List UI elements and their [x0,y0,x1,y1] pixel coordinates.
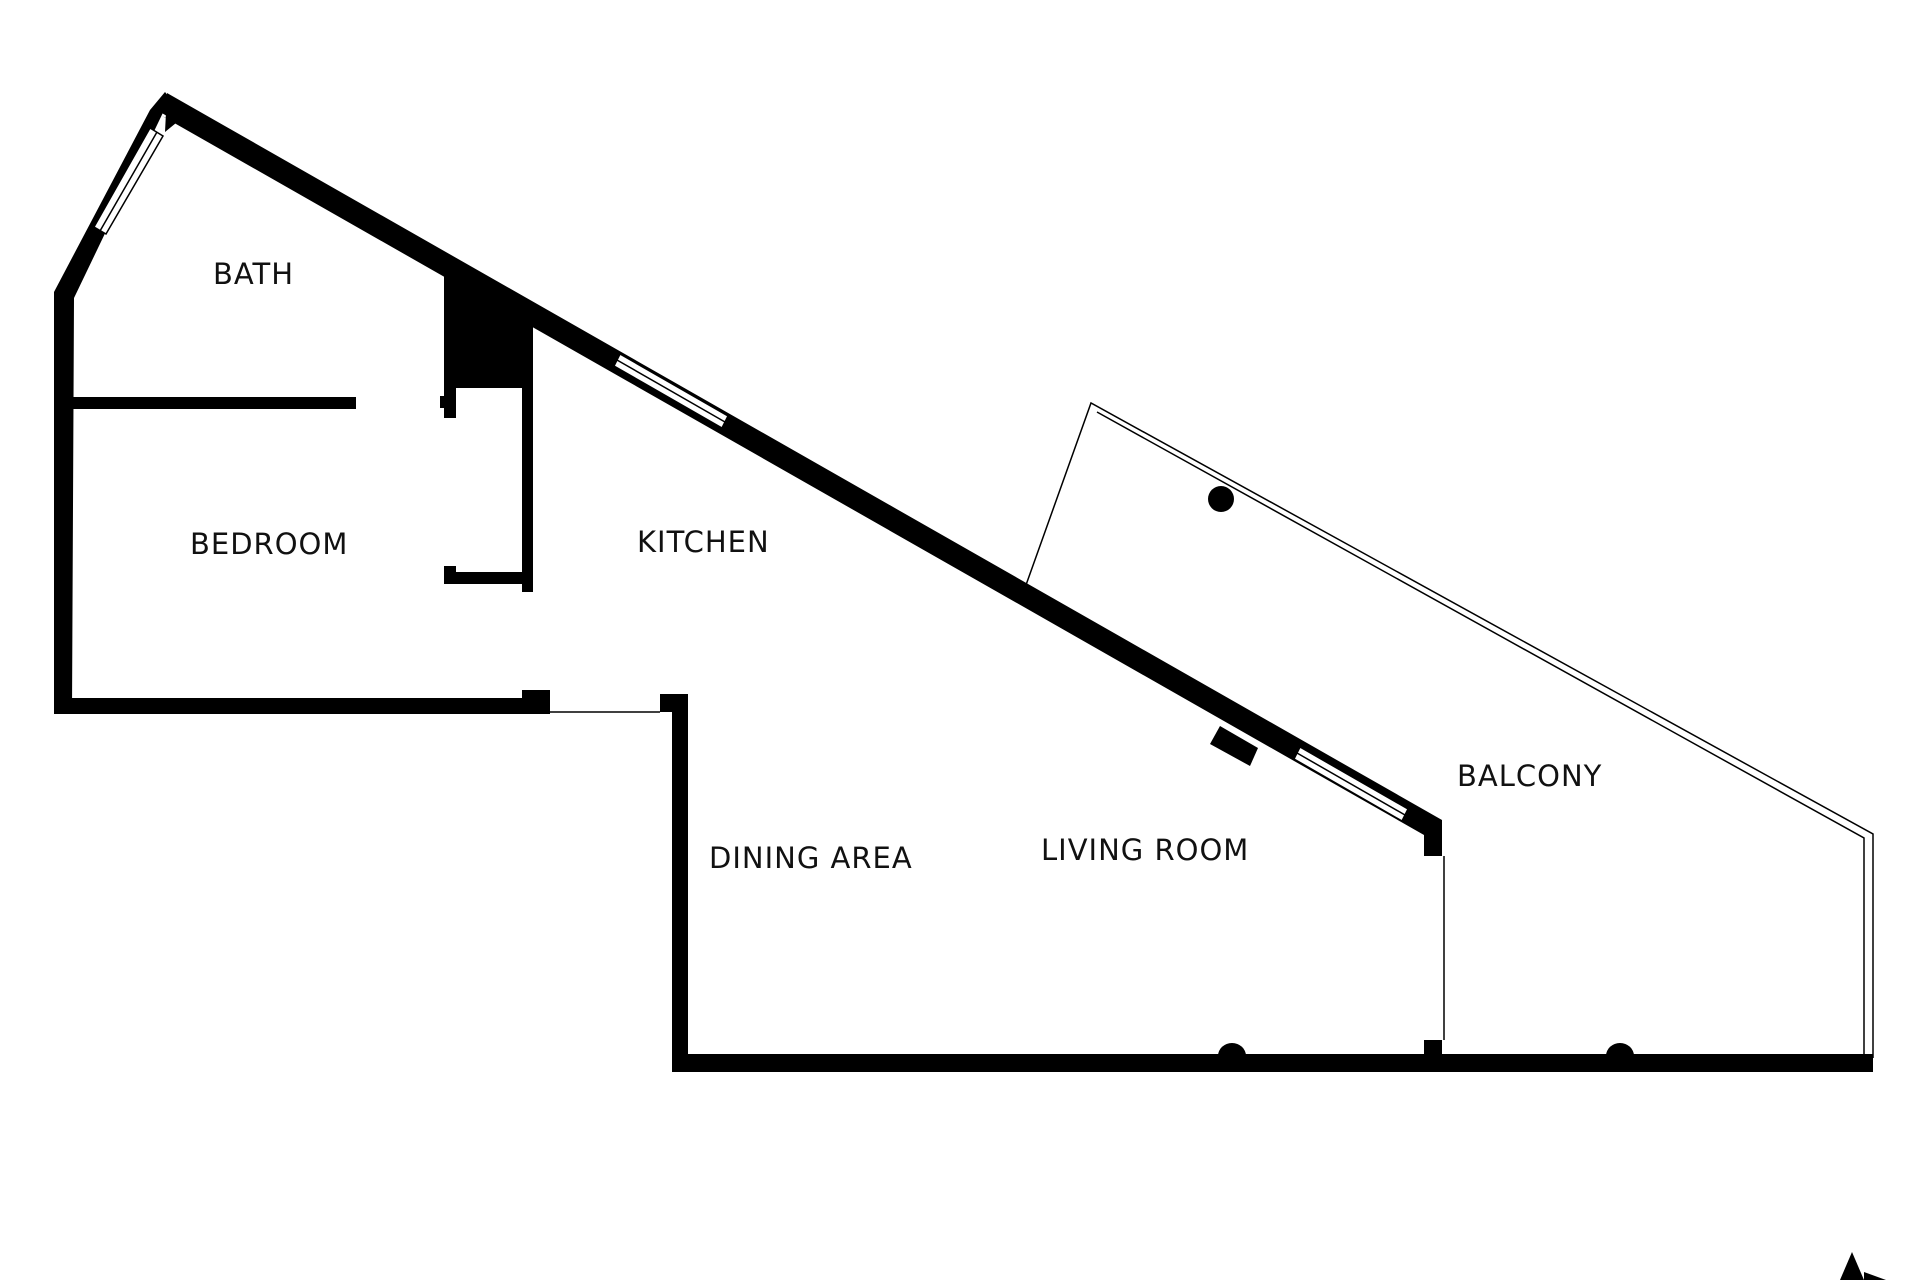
wall-niche [1210,726,1258,766]
balcony-outline [1025,401,1874,1058]
room-label-kitchen: KITCHEN [637,525,770,559]
bedroom-bottom-wall [54,698,550,714]
room-label-bedroom: BEDROOM [190,527,348,561]
bath-bedroom-divider [72,397,356,409]
living-right-jamb-top [1424,834,1442,856]
closet-bottom-wall [444,572,533,584]
column-1 [1218,1043,1246,1056]
door-jamb-left [522,690,550,714]
diagonal-wall-body [160,95,1442,838]
room-label-bath: BATH [213,257,294,291]
compass-arrow-tail [1864,1272,1886,1280]
room-label-balcony: BALCONY [1457,759,1602,793]
closet-bottom-stub [444,566,456,578]
closet-top-stub [440,396,456,408]
upper-left-wall [54,92,170,712]
window-kitchen [613,352,729,430]
bottom-wall [672,1054,1873,1072]
column-2 [1606,1043,1634,1056]
room-label-dining-area: DINING AREA [709,841,913,875]
compass-arrow-icon [1840,1252,1864,1280]
window-bath [92,126,165,236]
living-right-jamb-bottom [1424,1040,1442,1056]
chimney-block [444,268,533,418]
closet-right-wall [522,322,533,592]
window-living [1293,745,1409,823]
dining-left-wall [672,694,688,1072]
room-label-living-room: LIVING ROOM [1041,833,1249,867]
